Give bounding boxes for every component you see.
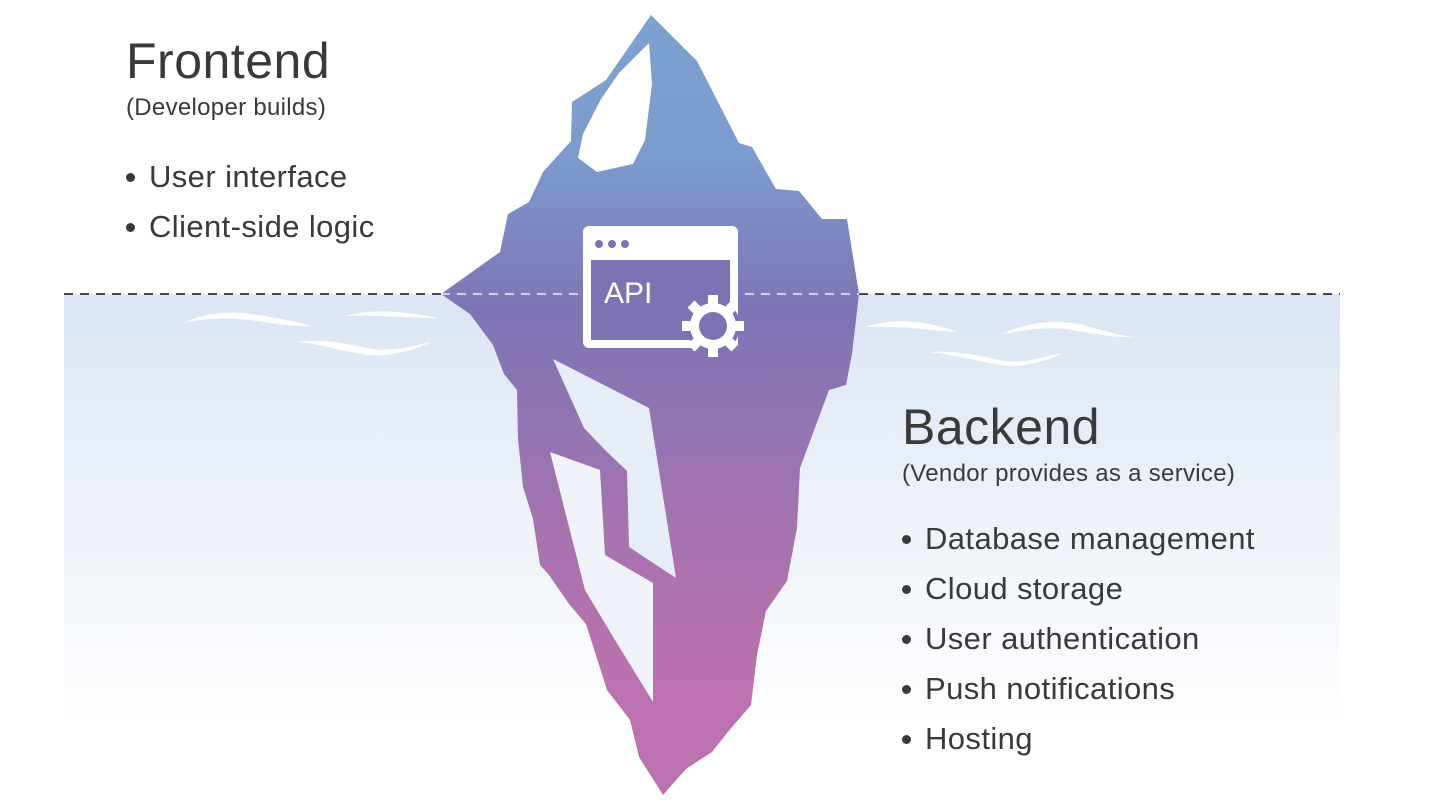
list-item: Hosting — [902, 714, 1255, 764]
gear-icon — [682, 295, 744, 357]
frontend-list: User interface Client-side logic — [126, 152, 375, 252]
list-item-label: Client-side logic — [149, 209, 375, 244]
iceberg-crack-upper — [553, 359, 676, 578]
bullet-icon — [902, 734, 911, 744]
wave — [298, 340, 432, 356]
backend-subtitle: (Vendor provides as a service) — [902, 460, 1236, 487]
wave — [184, 312, 312, 327]
frontend-section: Frontend (Developer builds) User interfa… — [126, 36, 375, 252]
list-item: Client-side logic — [126, 202, 375, 252]
bullet-icon — [902, 634, 911, 644]
list-item: Cloud storage — [902, 564, 1255, 614]
wave — [1002, 321, 1135, 338]
api-label: API — [604, 277, 652, 310]
list-item: Push notifications — [902, 664, 1255, 714]
backend-list: Database management Cloud storage User a… — [902, 514, 1255, 764]
list-item-label: Database management — [925, 521, 1255, 556]
window-dot — [608, 240, 616, 248]
backend-section: Backend (Vendor provides as a service) D… — [902, 402, 1255, 764]
list-item: Database management — [902, 514, 1255, 564]
list-item: User interface — [126, 152, 375, 202]
frontend-title: Frontend — [126, 33, 331, 89]
bullet-icon — [902, 534, 911, 544]
wave — [929, 351, 1063, 366]
list-item-label: Cloud storage — [925, 571, 1124, 606]
bullet-icon — [902, 684, 911, 694]
frontend-subtitle: (Developer builds) — [126, 94, 327, 121]
list-item-label: Hosting — [925, 721, 1033, 756]
bullet-icon — [126, 222, 135, 232]
window-dot — [595, 240, 603, 248]
bullet-icon — [902, 584, 911, 594]
wave — [345, 311, 438, 318]
waves-left — [184, 311, 438, 356]
iceberg-crack-lower — [550, 452, 653, 702]
list-item: User authentication — [902, 614, 1255, 664]
list-item-label: User authentication — [925, 621, 1200, 656]
list-item-label: User interface — [149, 159, 348, 194]
iceberg — [441, 15, 859, 795]
wave — [865, 321, 958, 332]
window-dot — [621, 240, 629, 248]
backend-title: Backend — [902, 399, 1101, 455]
list-item-label: Push notifications — [925, 671, 1176, 706]
waves-right — [865, 321, 1135, 366]
iceberg-crack-top — [578, 43, 652, 172]
bullet-icon — [126, 172, 135, 182]
